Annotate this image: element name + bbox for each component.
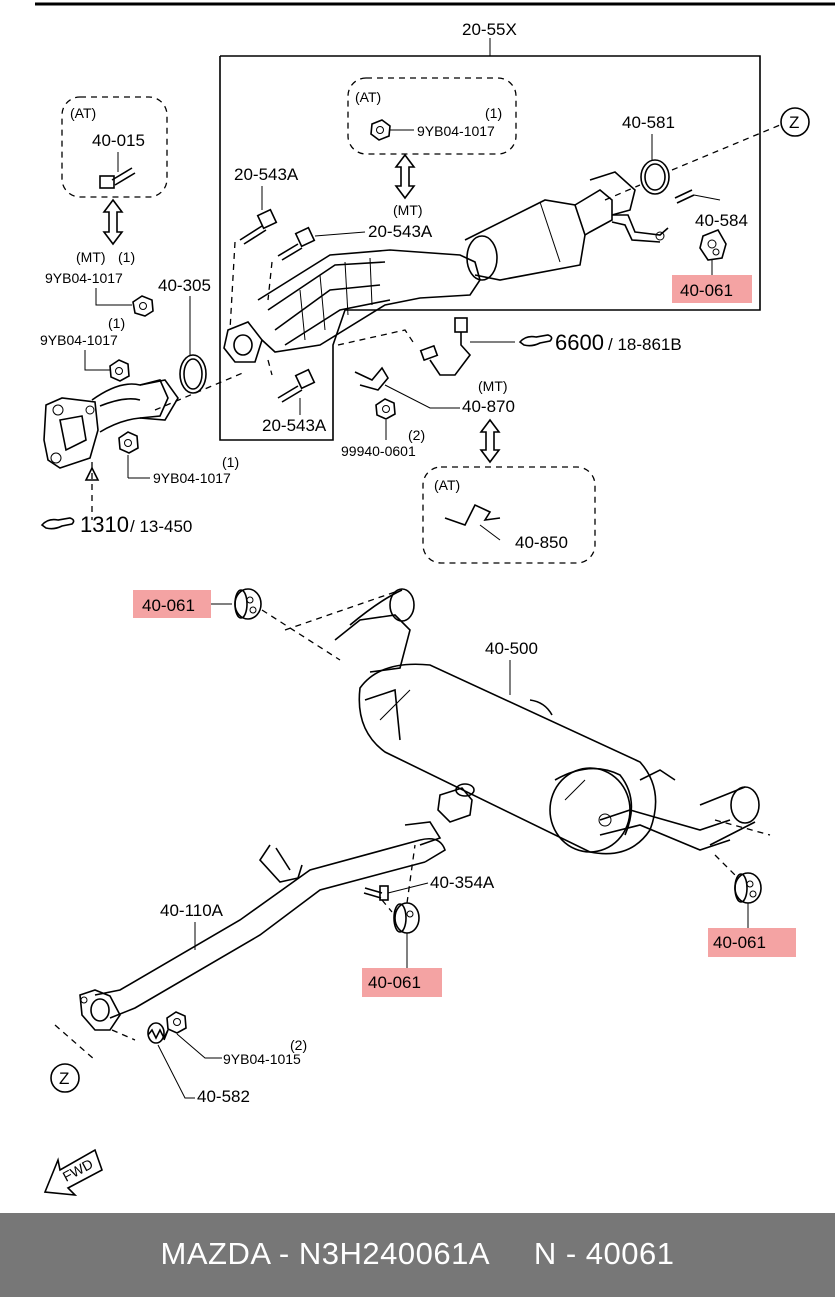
footer-bar	[0, 1213, 835, 1297]
bolt-icon	[674, 189, 721, 204]
hanger-part-label: 40-061	[680, 281, 733, 300]
svg-text:(1): (1)	[222, 454, 239, 470]
svg-text:40-110A: 40-110A	[160, 901, 224, 920]
muffler	[334, 588, 760, 855]
svg-text:Z: Z	[59, 1069, 69, 1088]
hanger-part-label: 40-061	[142, 596, 195, 615]
hanger-part-label: 40-061	[368, 973, 421, 992]
svg-text:(AT): (AT)	[70, 105, 96, 121]
oxygen-sensor	[419, 317, 472, 376]
svg-text:1310: 1310	[80, 512, 129, 537]
svg-text:40-850: 40-850	[515, 533, 568, 552]
bolt-icon	[363, 885, 389, 901]
double-arrow-icon	[394, 153, 416, 200]
svg-text:(MT): (MT)	[478, 378, 508, 394]
at-box-bolt: (AT) 40-015	[61, 96, 168, 198]
svg-text:40-015: 40-015	[92, 131, 145, 150]
spring-icon	[147, 1022, 169, 1044]
svg-text:/ 18-861B: / 18-861B	[608, 335, 682, 354]
svg-text:40-870: 40-870	[462, 397, 515, 416]
bolt-icon	[277, 368, 316, 403]
section-marker-z: Z	[780, 107, 810, 137]
nut-icon	[375, 398, 396, 420]
catalytic-converter	[223, 171, 669, 363]
svg-text:40-500: 40-500	[485, 639, 538, 658]
nut-icon	[109, 359, 130, 382]
rubber-hanger-icon	[234, 588, 262, 620]
svg-text:(AT): (AT)	[355, 89, 381, 105]
bracket-icon	[354, 366, 389, 391]
svg-text:/ 13-450: / 13-450	[130, 517, 192, 536]
bracket-icon	[444, 503, 501, 541]
at-box-bracket: (AT) 40-850	[422, 466, 596, 564]
bolt-icon	[277, 226, 316, 261]
nut-icon	[166, 1011, 187, 1034]
pointer-hand-icon	[518, 334, 553, 347]
svg-text:40-354A: 40-354A	[430, 873, 495, 892]
assembly-box: 20-55X	[219, 20, 761, 441]
forward-arrow-icon: FWD	[43, 1148, 103, 1197]
svg-text:Z: Z	[789, 113, 799, 132]
exhaust-system-diagram: 20-55X (AT) 40-015 (AT) (1) 9YB04-1017 (…	[35, 2, 835, 1197]
svg-text:(MT): (MT)	[76, 249, 106, 265]
rubber-hanger-icon	[437, 783, 475, 823]
svg-text:9YB04-1017: 9YB04-1017	[40, 332, 118, 348]
bolt-icon	[99, 167, 136, 189]
exhaust-manifold	[43, 379, 179, 469]
svg-text:(1): (1)	[108, 315, 125, 331]
svg-text:6600: 6600	[555, 330, 604, 355]
at-box-nut: (AT) (1) 9YB04-1017	[347, 77, 517, 155]
gasket-icon	[179, 354, 207, 394]
highlight-box	[672, 275, 752, 303]
hanger-part-label: 40-061	[713, 933, 766, 952]
nut-icon	[132, 295, 154, 317]
svg-text:9YB04-1017: 9YB04-1017	[417, 123, 495, 139]
pointer-hand-icon	[40, 517, 75, 530]
assembly-label: 20-55X	[462, 20, 517, 39]
highlight-box	[133, 590, 211, 618]
svg-text:99940-0601: 99940-0601	[341, 443, 416, 459]
svg-text:20-543A: 20-543A	[234, 165, 299, 184]
double-arrow-icon	[102, 198, 124, 246]
svg-text:9YB04-1017: 9YB04-1017	[153, 470, 231, 486]
svg-text:9YB04-1015: 9YB04-1015	[223, 1051, 301, 1067]
double-arrow-icon	[479, 418, 501, 464]
svg-text:40-581: 40-581	[622, 113, 675, 132]
rubber-hanger-icon	[393, 902, 420, 934]
svg-text:(2): (2)	[290, 1037, 307, 1053]
svg-text:40-582: 40-582	[197, 1087, 250, 1106]
nut-icon	[370, 119, 391, 141]
svg-text:(AT): (AT)	[434, 477, 460, 493]
nut-icon	[118, 431, 139, 454]
part-number-caption: MAZDA - N3H240061A N - 40061	[160, 1236, 675, 1271]
svg-text:40-584: 40-584	[695, 211, 748, 230]
rubber-hanger-icon	[734, 872, 762, 904]
rubber-hanger-icon	[699, 228, 727, 261]
section-marker-z: Z	[50, 1063, 80, 1093]
svg-text:(1): (1)	[118, 249, 135, 265]
highlight-box	[708, 928, 796, 957]
svg-text:20-543A: 20-543A	[262, 416, 327, 435]
svg-text:(2): (2)	[408, 427, 425, 443]
svg-text:40-305: 40-305	[158, 276, 211, 295]
bolt-icon	[239, 208, 278, 245]
svg-text:9YB04-1017: 9YB04-1017	[45, 270, 123, 286]
front-pipe	[79, 821, 446, 1031]
svg-text:20-543A: 20-543A	[368, 222, 433, 241]
highlight-box	[362, 968, 442, 997]
svg-text:(MT): (MT)	[393, 202, 423, 218]
svg-text:(1): (1)	[485, 105, 502, 121]
gasket-icon	[640, 159, 670, 195]
